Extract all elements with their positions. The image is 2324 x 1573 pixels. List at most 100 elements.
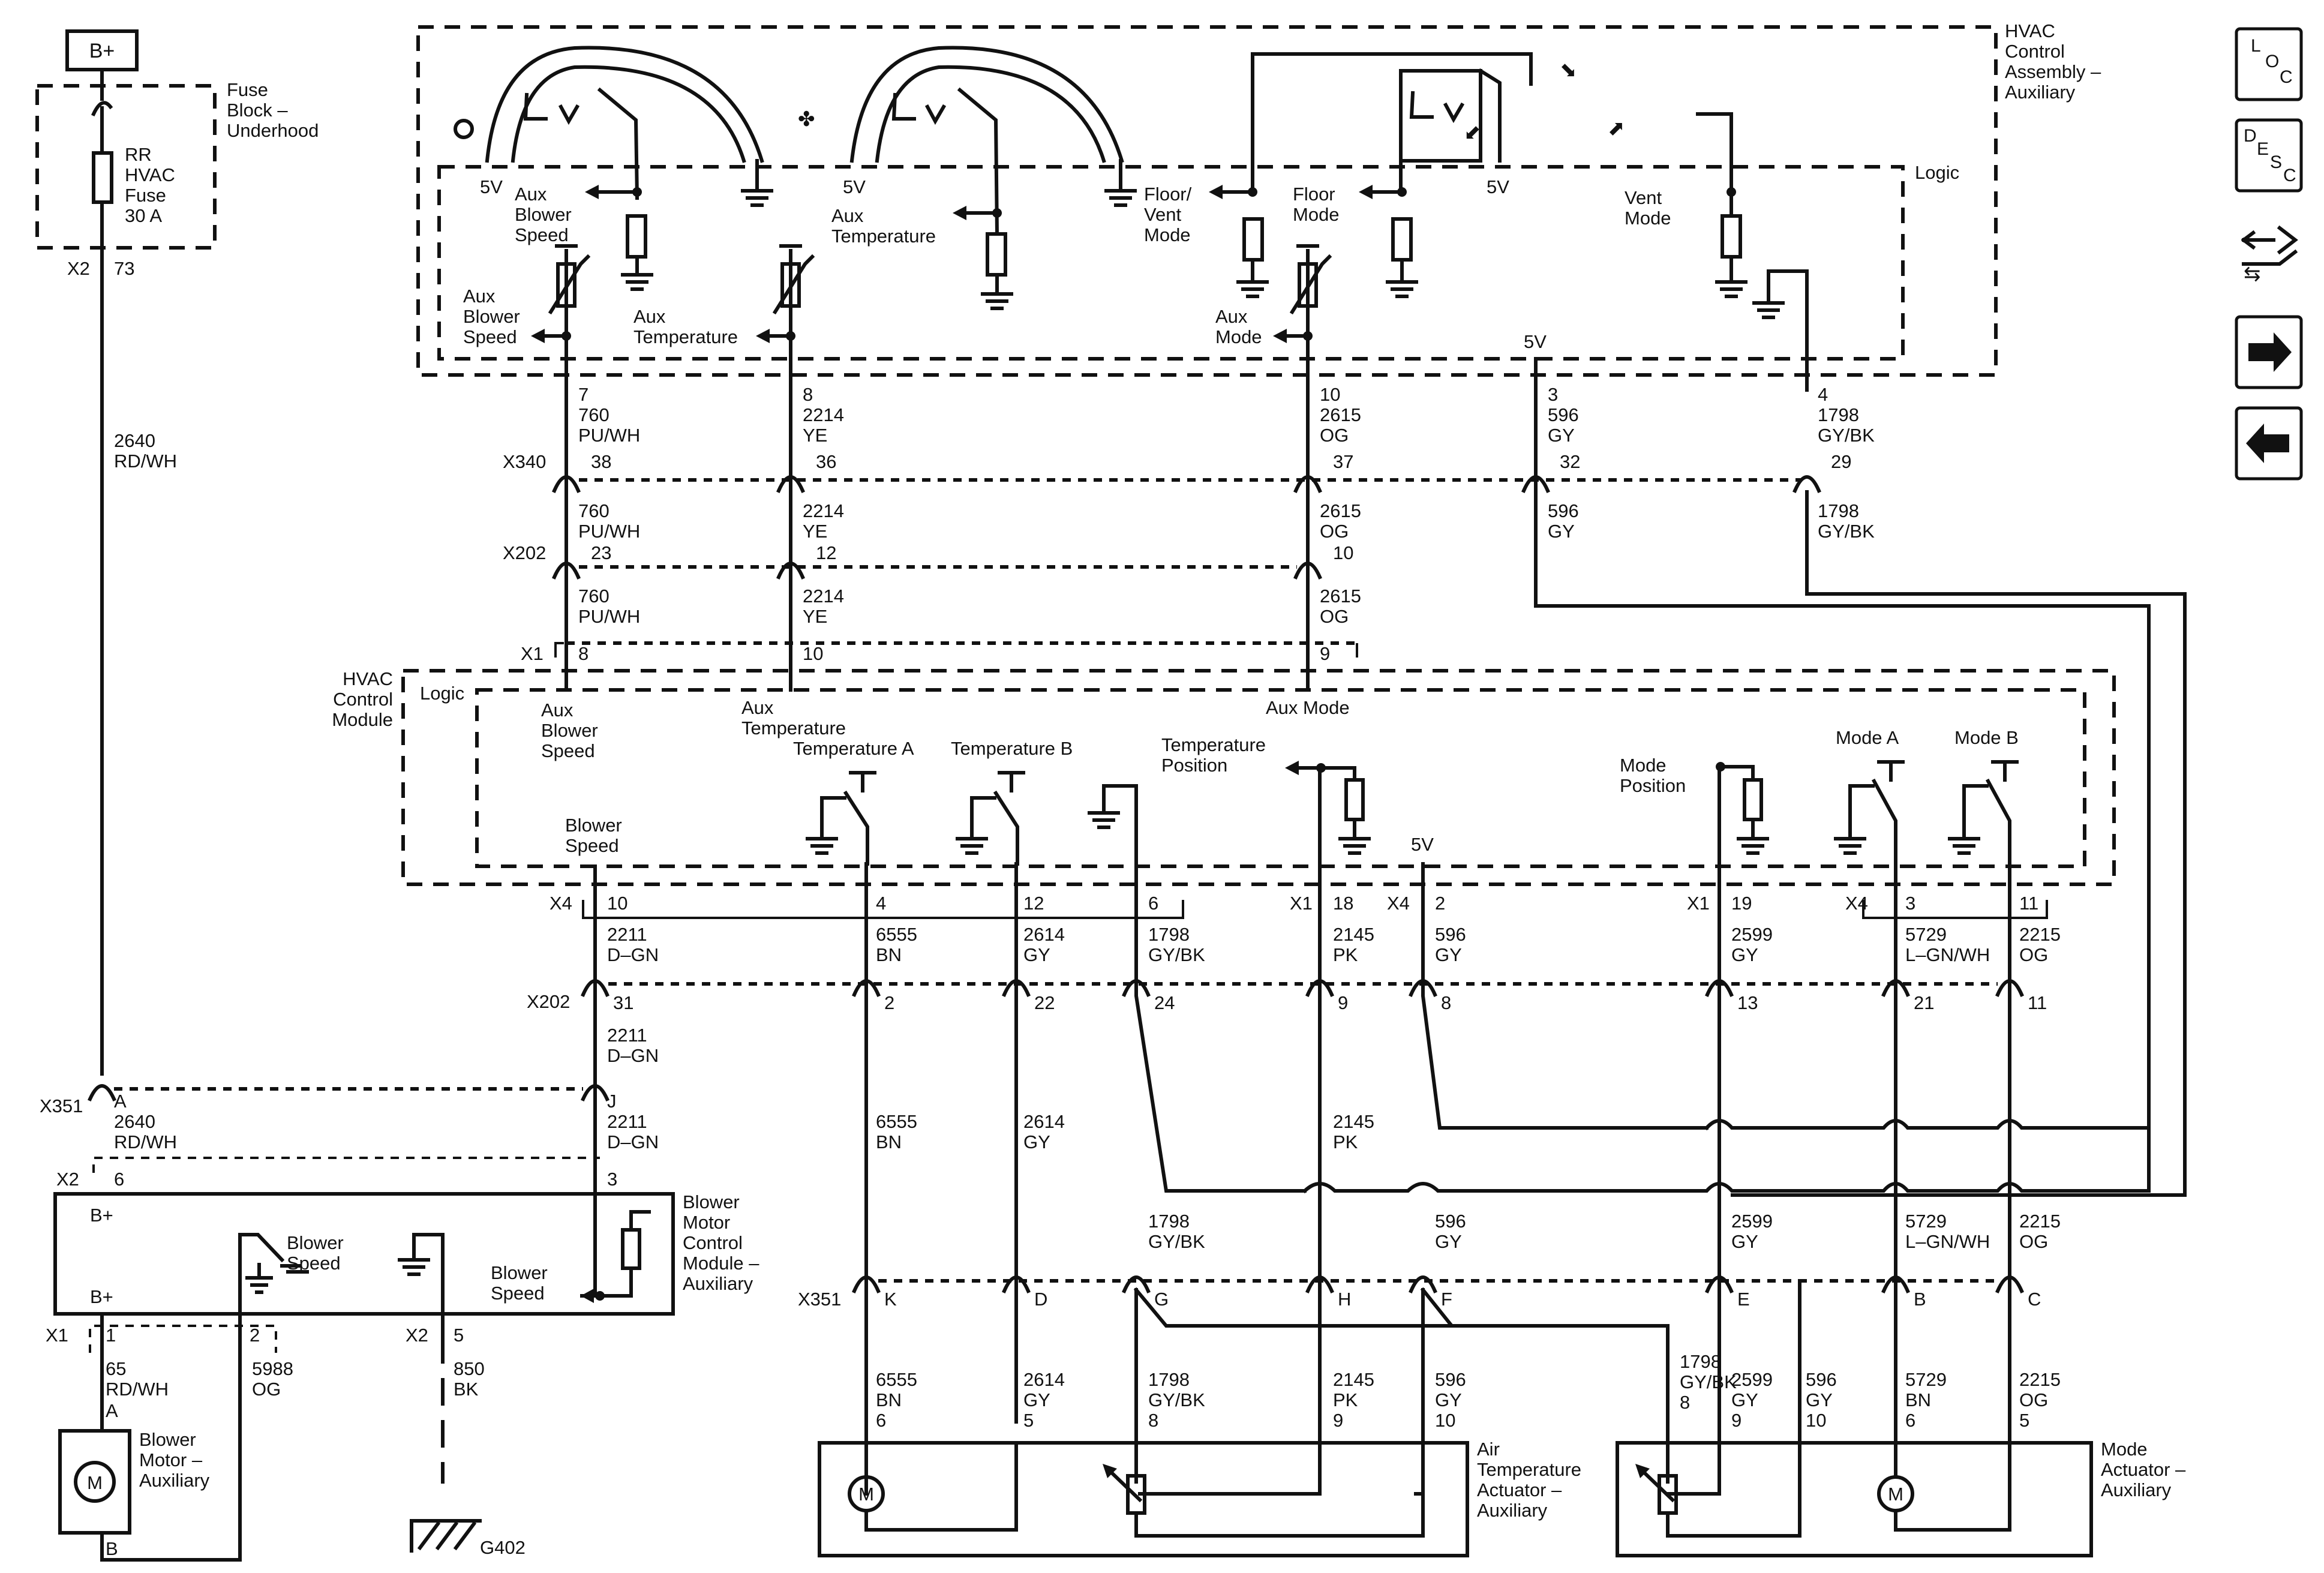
svg-text:Actuator –: Actuator – <box>1477 1479 1562 1500</box>
blower-x1-pin-1: 1 <box>106 1325 116 1346</box>
wire-2211-lower-color: D–GN <box>607 1131 659 1152</box>
svg-text:Aux: Aux <box>541 700 574 721</box>
svg-text:Auxiliary: Auxiliary <box>139 1470 210 1491</box>
svg-text:Module: Module <box>332 709 393 730</box>
svg-text:Fuse: Fuse <box>125 185 166 206</box>
x202-upper-wire-labels: 760 PU/WH 2214 YE 2615 OG <box>578 586 1361 627</box>
fuse-label: RR HVAC Fuse 30 A <box>125 144 175 226</box>
svg-text:Motor –: Motor – <box>139 1449 203 1470</box>
svg-text:C: C <box>2028 1289 2041 1310</box>
svg-text:760: 760 <box>578 586 609 607</box>
svg-text:3: 3 <box>1548 384 1558 405</box>
svg-text:11: 11 <box>2019 893 2038 914</box>
aux-temperature-input: Aux Temperature <box>633 244 815 686</box>
svg-text:Mode: Mode <box>1215 326 1262 347</box>
nav-next-button[interactable] <box>2235 315 2303 389</box>
svg-text:Temperature: Temperature <box>1477 1459 1581 1480</box>
svg-text:2599: 2599 <box>1731 924 1773 945</box>
svg-text:2145: 2145 <box>1333 924 1374 945</box>
svg-text:OG: OG <box>1320 425 1349 446</box>
x202-lower-cavities: 31 2 22 24 9 8 13 21 11 <box>613 992 2047 1013</box>
air-temperature-actuator-label: Air Temperature Actuator – Auxiliary <box>1477 1439 1581 1521</box>
motor-pin-a: A <box>106 1400 118 1421</box>
svg-text:BN: BN <box>876 1131 902 1152</box>
svg-text:Blower: Blower <box>541 720 598 741</box>
svg-text:24: 24 <box>1154 992 1175 1013</box>
x351-cavity-a: A <box>114 1091 127 1112</box>
svg-text:GY: GY <box>1806 1389 1833 1410</box>
svg-text:4: 4 <box>1818 384 1828 405</box>
svg-text:2211: 2211 <box>607 1025 647 1046</box>
fuse-icon <box>92 151 113 204</box>
x340-cavity-37: 37 <box>1333 451 1353 472</box>
svg-text:2214: 2214 <box>803 586 844 607</box>
x340-label: X340 <box>503 451 546 472</box>
svg-text:F: F <box>1441 1289 1452 1310</box>
svg-text:PU/WH: PU/WH <box>578 521 640 542</box>
svg-text:Underhood: Underhood <box>227 120 319 141</box>
nav-prev-button[interactable] <box>2235 406 2303 481</box>
svg-text:Position: Position <box>1161 755 1227 776</box>
x2-pin-73: 73 <box>114 258 134 279</box>
x4-label-a: X4 <box>550 893 572 914</box>
air-temp-motor-icon <box>848 1475 885 1512</box>
svg-text:8: 8 <box>1680 1392 1690 1413</box>
blower-motor-icon <box>74 1461 116 1503</box>
svg-text:Mode: Mode <box>2101 1439 2148 1460</box>
svg-text:6: 6 <box>1905 1410 1915 1431</box>
bplus-internal-2: B+ <box>90 1286 113 1307</box>
temperature-dial-icon <box>849 46 1124 236</box>
svg-text:Control: Control <box>333 689 393 710</box>
temperature-knob-icon <box>454 119 474 139</box>
x1-cavity-8: 8 <box>578 643 588 664</box>
svg-text:596: 596 <box>1548 404 1579 425</box>
svg-text:Speed: Speed <box>463 326 517 347</box>
svg-text:GY/BK: GY/BK <box>1148 1389 1205 1410</box>
svg-text:8: 8 <box>1148 1410 1158 1431</box>
svg-text:Blower: Blower <box>515 204 572 225</box>
arrow-left-icon <box>2246 424 2289 463</box>
hvac-control-assembly-outline <box>416 25 1998 377</box>
svg-text:Auxiliary: Auxiliary <box>683 1273 753 1294</box>
svg-text:Blower: Blower <box>139 1429 196 1450</box>
fuse-block-outline <box>35 84 217 250</box>
svg-text:9: 9 <box>1338 992 1348 1013</box>
svg-text:GY: GY <box>1023 1131 1050 1152</box>
svg-text:PK: PK <box>1333 944 1358 965</box>
svg-text:2215: 2215 <box>2019 1211 2061 1232</box>
svg-text:Blower: Blower <box>287 1232 344 1253</box>
svg-text:L–GN/WH: L–GN/WH <box>1905 1231 1990 1252</box>
svg-text:Temperature: Temperature <box>633 326 738 347</box>
nav-loc-button[interactable]: L O C <box>2235 27 2303 101</box>
svg-text:596: 596 <box>1435 1369 1466 1390</box>
svg-text:1798: 1798 <box>1148 924 1190 945</box>
svg-text:13: 13 <box>1737 992 1758 1013</box>
blower-motor-control-module-label: Blower Motor Control Module – Auxiliary <box>683 1191 759 1294</box>
assembly-pin-3: 3 596 GY <box>1548 384 1579 446</box>
module-blower-speed-label: Blower Speed <box>565 815 622 856</box>
svg-text:OG: OG <box>2019 944 2048 965</box>
svg-text:Auxiliary: Auxiliary <box>2101 1479 2172 1500</box>
temperature-a-switch: Temperature A <box>793 738 914 866</box>
svg-text:2214: 2214 <box>803 404 844 425</box>
assembly-pin-7: 7 760 PU/WH <box>578 384 640 446</box>
x202-cavity-23: 23 <box>591 542 611 563</box>
svg-text:Aux: Aux <box>633 306 666 327</box>
svg-text:Speed: Speed <box>491 1283 545 1304</box>
svg-text:2211: 2211 <box>607 924 647 945</box>
svg-text:596: 596 <box>1548 500 1579 521</box>
svg-text:Auxiliary: Auxiliary <box>2005 82 2076 103</box>
svg-text:2614: 2614 <box>1023 1111 1065 1132</box>
vent-mode-icon-2: ⬈ <box>1608 117 1625 140</box>
air-temp-motor-symbol: M <box>858 1484 874 1505</box>
svg-text:Mode B: Mode B <box>1954 727 2019 748</box>
hvac-control-module-outline <box>401 669 2116 886</box>
module-aux-temperature-label: Aux Temperature <box>741 697 846 739</box>
svg-text:YE: YE <box>803 425 827 446</box>
svg-text:11: 11 <box>2028 992 2047 1013</box>
nav-connector-button[interactable]: ⇆ <box>2236 211 2301 286</box>
nav-desc-button[interactable]: D E S C <box>2235 118 2303 193</box>
svg-text:22: 22 <box>1034 992 1055 1013</box>
svg-text:OG: OG <box>1320 606 1349 627</box>
wire-5988-color: OG <box>252 1379 281 1400</box>
